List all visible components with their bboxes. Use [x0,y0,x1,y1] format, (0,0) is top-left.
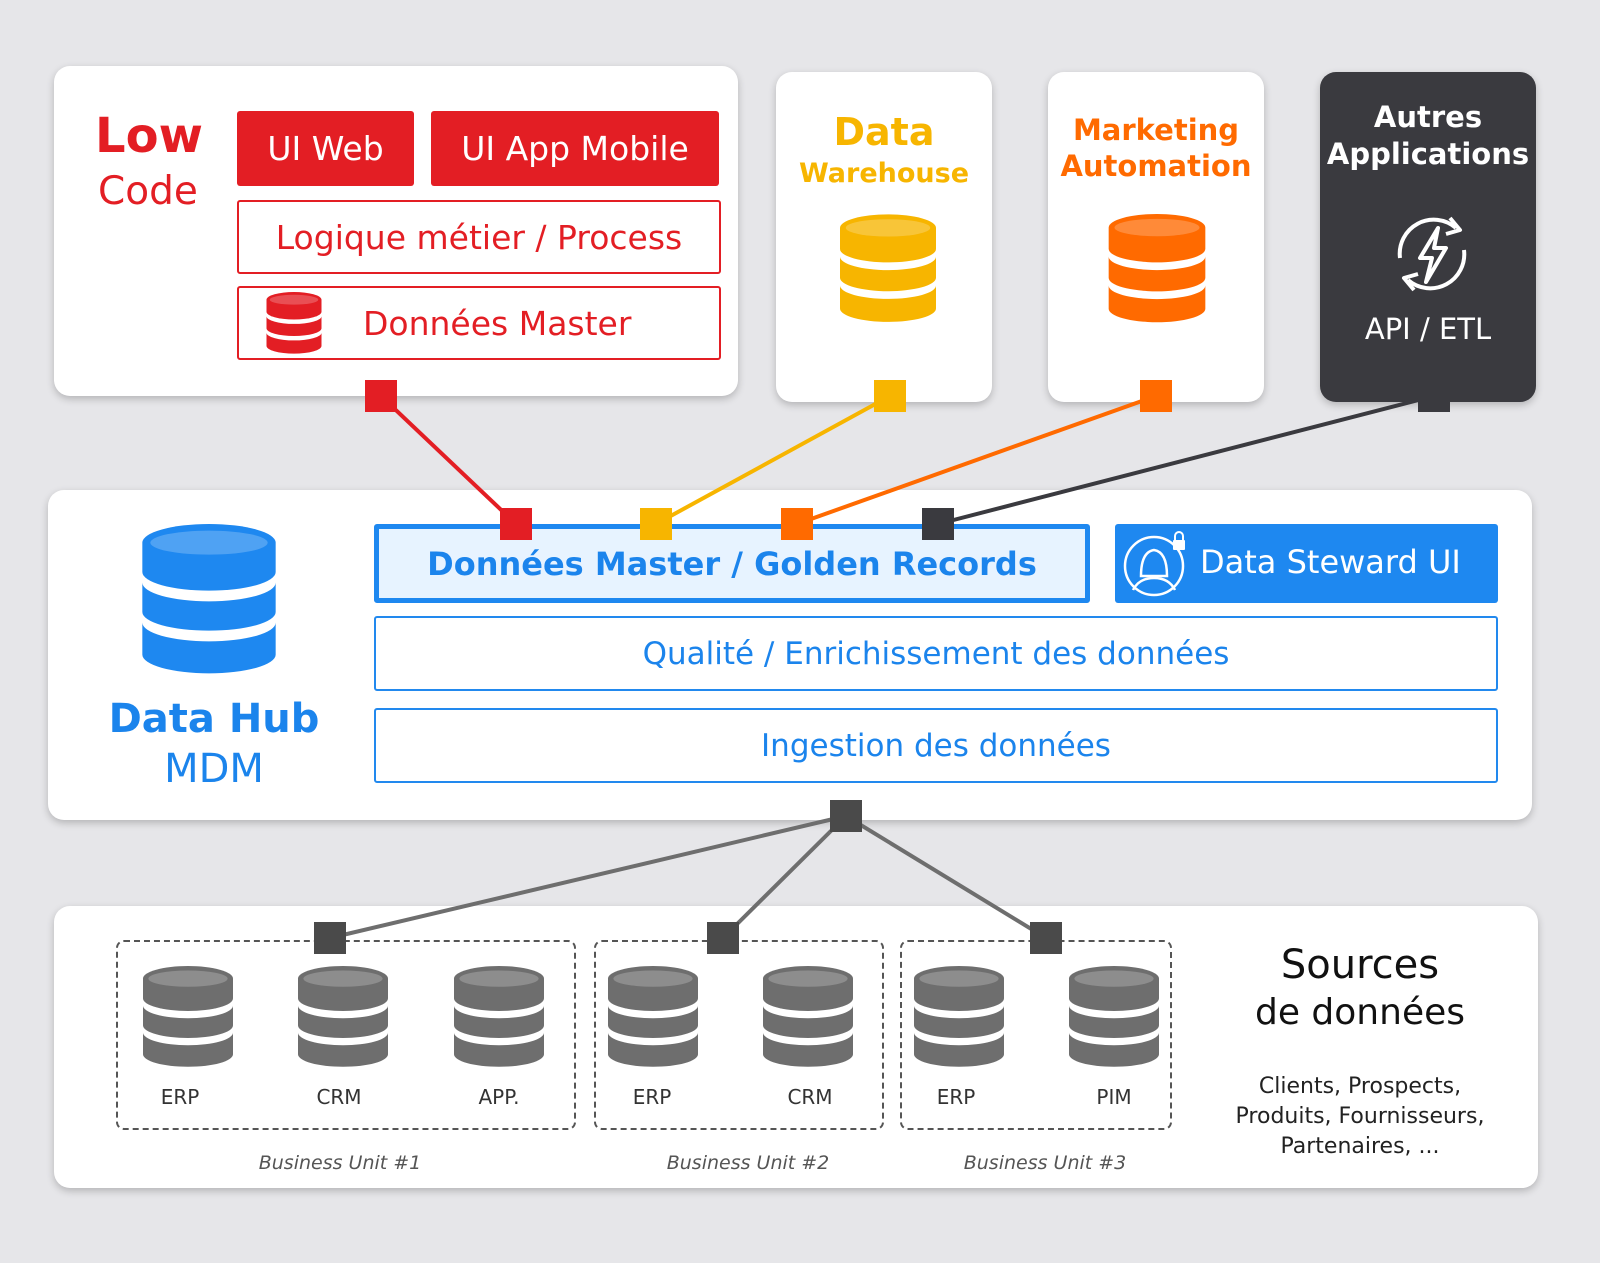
business-unit-3-label: Business Unit #3 [963,1152,1127,1174]
source-database-icon [1067,966,1161,1074]
source-label: ERP [632,1085,672,1109]
sources-description-2: Produits, Fournisseurs, [1235,1104,1485,1129]
business-unit-2-label: Business Unit #2 [666,1152,830,1174]
source-database-icon [452,966,546,1074]
source-label: ERP [936,1085,976,1109]
other-apps-card [1320,72,1536,402]
source-database-icon [606,966,700,1074]
blue-database-icon [138,524,280,684]
low-code-master-data-box: Données Master [237,286,721,360]
other-apps-title-2: Applications [1326,137,1530,171]
source-database-icon [761,966,855,1074]
quality-enrichment-box: Qualité / Enrichissement des données [374,616,1498,691]
sources-description-3: Partenaires, ... [1280,1134,1440,1159]
business-unit-1-group [116,940,576,1130]
source-label: CRM [787,1085,833,1109]
data-steward-button[interactable]: Data Steward UI [1115,524,1498,603]
source-database-icon [912,966,1006,1074]
data-steward-label: Data Steward UI [1200,543,1461,581]
source-label: APP. [478,1085,520,1109]
sources-title-2: de données [1254,992,1465,1033]
low-code-master-data-label: Données Master [363,304,632,343]
other-apps-title-1: Autres [1373,100,1483,134]
business-unit-2-group [594,940,884,1130]
sources-description-1: Clients, Prospects, [1258,1074,1462,1099]
low-code-title-low: Low [95,108,203,164]
business-logic-box: Logique métier / Process [237,200,721,274]
ingestion-box: Ingestion des données [374,708,1498,783]
source-label: PIM [1096,1085,1132,1109]
data-steward-icon [1123,531,1185,597]
marketing-automation-title-1: Marketing [1072,113,1240,147]
source-database-icon [141,966,235,1074]
api-etl-label: API / ETL [1364,312,1492,346]
source-database-icon [296,966,390,1074]
data-warehouse-title-1: Data [833,110,935,154]
golden-records-box: Données Master / Golden Records [374,524,1090,603]
data-hub-title: Data Hub [108,696,320,742]
source-label: ERP [160,1085,200,1109]
low-code-title-code: Code [98,169,198,214]
source-label: CRM [316,1085,362,1109]
sources-title-1: Sources [1280,942,1440,988]
data-hub-subtitle: MDM [164,746,264,792]
ui-app-mobile-box: UI App Mobile [431,111,719,186]
lightning-sync-icon [1397,216,1467,292]
yellow-database-icon [840,214,936,330]
business-unit-1-label: Business Unit #1 [258,1152,422,1174]
orange-database-icon [1108,214,1206,330]
ui-web-box: UI Web [237,111,414,186]
marketing-automation-title-2: Automation [1060,149,1252,183]
data-warehouse-title-2: Warehouse [798,158,970,189]
red-database-icon [264,292,324,358]
